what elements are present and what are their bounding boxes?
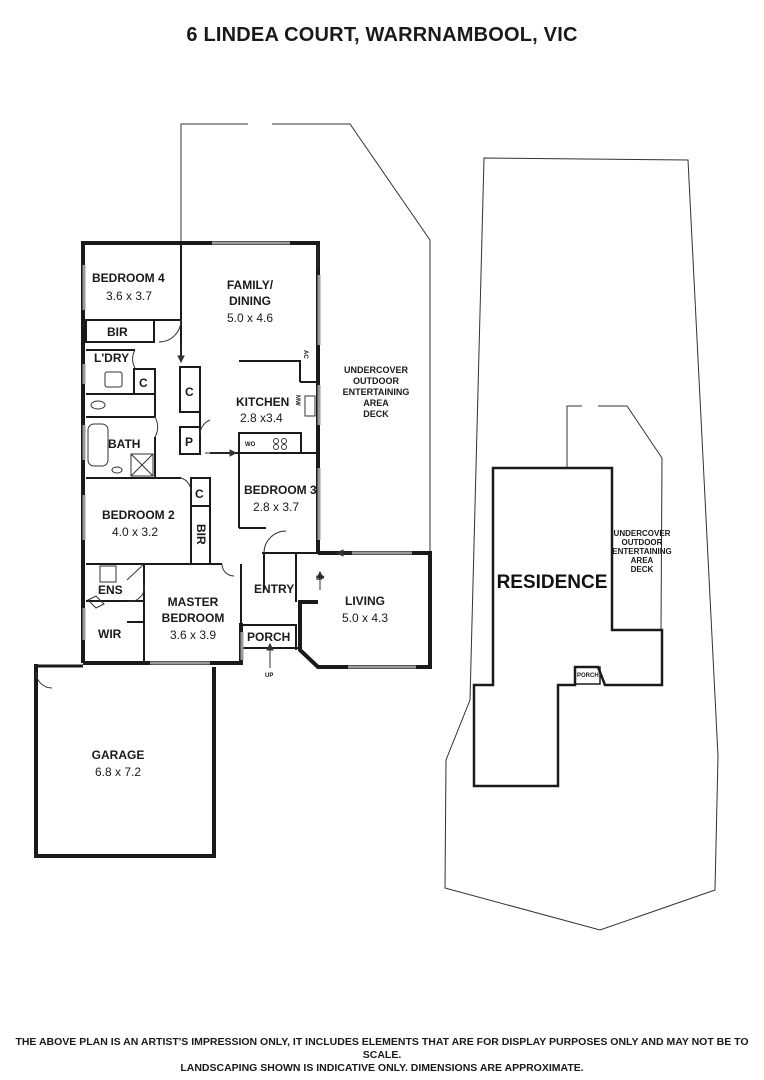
bedroom4-dims: 3.6 x 3.7 xyxy=(106,289,152,303)
svg-text:DECK: DECK xyxy=(631,565,654,574)
site-boundary xyxy=(444,157,719,931)
master-label-line1: MASTER xyxy=(168,595,219,609)
bedroom3-dims: 2.8 x 3.7 xyxy=(253,500,299,514)
kitchen-label: KITCHEN xyxy=(236,395,289,409)
master-label-line2: BEDROOM xyxy=(162,611,225,625)
family-label-line1: FAMILY/ xyxy=(227,278,274,292)
bir1-label: BIR xyxy=(107,325,128,339)
house-walls xyxy=(34,241,432,858)
wir-label: WIR xyxy=(98,627,122,641)
master-dims: 3.6 x 3.9 xyxy=(170,628,216,642)
svg-text:AREA: AREA xyxy=(631,556,654,565)
svg-text:OUTDOOR: OUTDOOR xyxy=(622,538,663,547)
door-swings xyxy=(35,319,287,689)
kitchen-dims: 2.8 x3.4 xyxy=(240,411,283,425)
bath-label: BATH xyxy=(108,437,140,451)
disclaimer-line1: THE ABOVE PLAN IS AN ARTIST'S IMPRESSION… xyxy=(15,1036,749,1061)
garage-dims: 6.8 x 7.2 xyxy=(95,765,141,779)
cupboard-label: C xyxy=(185,385,194,399)
family-dims: 5.0 x 4.6 xyxy=(227,311,273,325)
fixtures xyxy=(87,371,316,609)
page-title: 6 LINDEA COURT, WARRNAMBOOL, VIC xyxy=(186,24,578,46)
porch-up-tag: UP xyxy=(265,673,273,679)
ens-label: ENS xyxy=(98,583,123,597)
pantry-label: P xyxy=(185,435,193,449)
deck-label: UNDERCOVER OUTDOOR ENTERTAINING AREA DEC… xyxy=(343,365,410,419)
site-porch-label: PORCH xyxy=(577,673,599,679)
svg-text:OUTDOOR: OUTDOOR xyxy=(353,376,399,386)
living-dims: 5.0 x 4.3 xyxy=(342,611,388,625)
svg-text:UNDERCOVER: UNDERCOVER xyxy=(614,529,671,538)
microwave-tag: MW xyxy=(294,395,300,406)
bir2-label: BIR xyxy=(194,524,208,545)
family-label-line2: DINING xyxy=(229,294,271,308)
svg-text:ENTERTAINING: ENTERTAINING xyxy=(612,547,671,556)
svg-text:AREA: AREA xyxy=(363,398,389,408)
wall-oven-tag: WO xyxy=(245,442,256,448)
garage-label: GARAGE xyxy=(92,748,145,762)
svg-text:UNDERCOVER: UNDERCOVER xyxy=(344,365,409,375)
bedroom2-cupboard-label: C xyxy=(195,487,204,501)
porch-label: PORCH xyxy=(247,630,290,644)
bedroom2-label: BEDROOM 2 xyxy=(102,508,175,522)
living-up-tag: UP xyxy=(316,576,324,582)
bedroom2-dims: 4.0 x 3.2 xyxy=(112,525,158,539)
living-label: LIVING xyxy=(345,594,385,608)
entry-label: ENTRY xyxy=(254,582,294,596)
bedroom4-label: BEDROOM 4 xyxy=(92,271,165,285)
windows xyxy=(82,241,416,669)
deck-outline xyxy=(180,123,431,553)
direction-arrows xyxy=(177,245,352,668)
residence-outline xyxy=(472,466,664,788)
svg-text:ENTERTAINING: ENTERTAINING xyxy=(343,387,410,397)
laundry-cupboard-label: C xyxy=(139,376,148,390)
site-deck-outline xyxy=(566,405,663,631)
aircon-tag: AC xyxy=(302,350,308,359)
residence-label: RESIDENCE xyxy=(497,572,608,593)
bedroom3-label: BEDROOM 3 xyxy=(244,483,317,497)
disclaimer-line2: LANDSCAPING SHOWN IS INDICATIVE ONLY. DI… xyxy=(180,1062,584,1074)
laundry-label: L'DRY xyxy=(94,351,129,365)
disclaimer: THE ABOVE PLAN IS AN ARTIST'S IMPRESSION… xyxy=(0,1036,764,1075)
site-deck-label: UNDERCOVER OUTDOOR ENTERTAINING AREA DEC… xyxy=(612,529,671,574)
svg-text:DECK: DECK xyxy=(363,409,389,419)
